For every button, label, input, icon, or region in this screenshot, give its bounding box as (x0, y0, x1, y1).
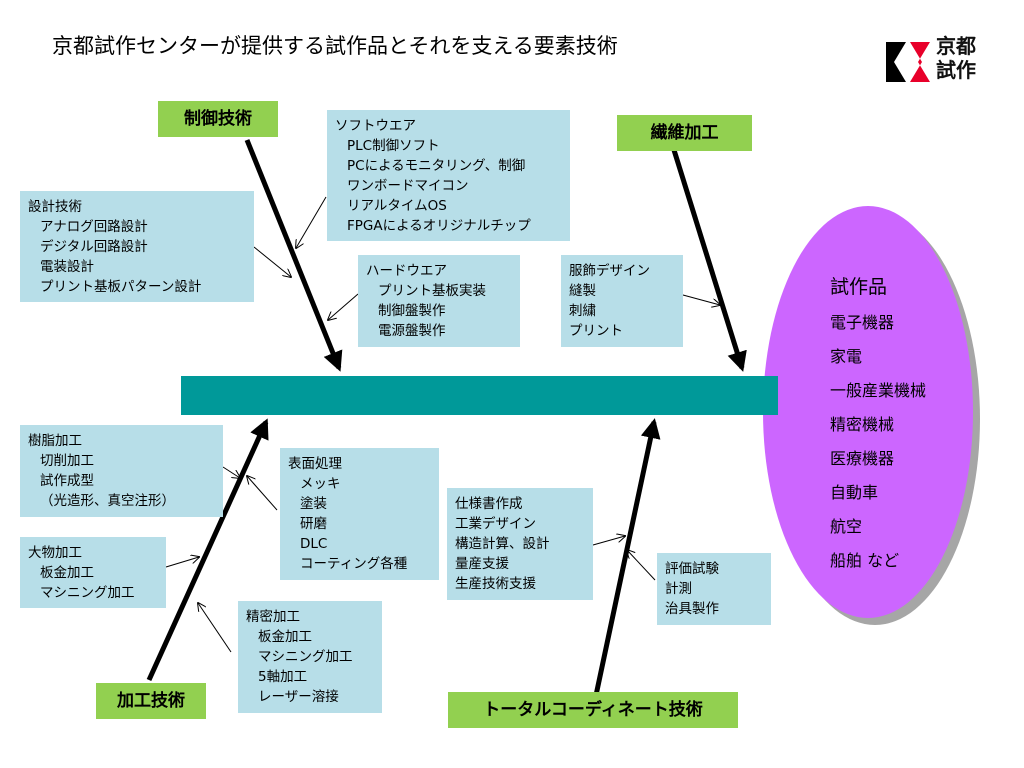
fiber-processing-label: 繊維加工 (617, 115, 752, 151)
product-ellipse (763, 206, 973, 618)
software-item: PLC制御ソフト (347, 138, 440, 154)
large-item: 板金加工 (40, 565, 94, 581)
precision-processing-box: 精密加工 板金加工 マシニング加工 5軸加工 レーザー溶接 (238, 601, 382, 713)
coordinate-arrow (592, 418, 661, 701)
design-item: プリント基板パターン設計 (40, 279, 202, 295)
product-item: 家電 (830, 347, 863, 366)
evaluation-item: 計測 (665, 581, 692, 597)
spec-item: 生産技術支援 (455, 576, 536, 592)
design-title: 設計技術 (28, 199, 82, 215)
fashion-item: 縫製 (569, 283, 596, 299)
product-item: 自動車 (830, 483, 879, 502)
fashion-box: 服飾デザイン 縫製 刺繍 プリント (561, 255, 683, 347)
kyoto-shisaku-logo: 京都 試作 (884, 34, 1004, 90)
logo-mark-icon (886, 42, 930, 82)
resin-connector (222, 466, 240, 478)
hardware-item: プリント基板実装 (378, 283, 486, 299)
logo-line-1: 京都 (936, 34, 976, 58)
large-item: マシニング加工 (40, 585, 135, 601)
surface-item: コーティング各種 (300, 556, 408, 572)
large-connector (165, 557, 199, 568)
resin-title: 樹脂加工 (28, 433, 82, 449)
hardware-box: ハードウエア プリント基板実装 制御盤製作 電源盤製作 (358, 255, 520, 347)
resin-item: （光造形、真空注形） (40, 493, 175, 509)
spec-item: 構造計算、設計 (455, 536, 550, 552)
design-connector (253, 246, 291, 277)
software-box: ソフトウエア PLC制御ソフト PCによるモニタリング、制御 ワンボードマイコン… (327, 110, 570, 241)
product-item: 電子機器 (830, 313, 895, 332)
surface-item: 研磨 (300, 516, 327, 532)
product-item: 精密機械 (830, 415, 895, 434)
evaluation-box: 評価試験 計測 治具製作 (657, 553, 771, 625)
product-item: 医療機器 (830, 449, 895, 468)
spec-item: 量産支援 (455, 556, 509, 572)
software-connector (296, 196, 327, 248)
precision-item: レーザー溶接 (258, 689, 339, 705)
software-item: リアルタイムOS (347, 198, 447, 214)
resin-item: 切削加工 (40, 453, 94, 469)
specification-box: 仕様書作成 工業デザイン 構造計算、設計 量産支援 生産技術支援 (447, 488, 593, 600)
surface-connector (247, 476, 278, 511)
resin-item: 試作成型 (40, 473, 94, 489)
surface-item: メッキ (300, 476, 341, 492)
large-processing-box: 大物加工 板金加工 マシニング加工 (20, 537, 166, 608)
control-arrow (244, 139, 343, 372)
software-item: FPGAによるオリジナルチップ (347, 218, 531, 234)
software-title: ソフトウエア (335, 118, 416, 134)
precision-item: 5軸加工 (258, 669, 308, 685)
resin-processing-box: 樹脂加工 切削加工 試作成型 （光造形、真空注形） (20, 425, 223, 517)
evaluation-item: 評価試験 (665, 561, 719, 577)
evaluation-item: 治具製作 (665, 601, 719, 617)
software-item: ワンボードマイコン (347, 178, 469, 194)
surface-treatment-box: 表面処理 メッキ 塗装 研磨 DLC コーティング各種 (280, 448, 439, 580)
spec-item: 工業デザイン (455, 516, 536, 532)
design-technology-box: 設計技術 アナログ回路設計 デジタル回路設計 電装設計 プリント基板パターン設計 (20, 191, 254, 302)
surface-title: 表面処理 (288, 456, 342, 472)
large-title: 大物加工 (28, 545, 82, 561)
surface-item: 塗装 (300, 496, 327, 512)
product-item: 航空 (830, 517, 863, 536)
processing-arrow (146, 418, 269, 682)
product-list: 試作品 電子機器 家電 一般産業機械 精密機械 医療機器 自動車 航空 船舶 な… (830, 272, 926, 578)
fashion-item: 刺繍 (569, 303, 596, 319)
surface-item: DLC (300, 536, 328, 552)
processing-technology-label: 加工技術 (96, 683, 206, 719)
product-item: 一般産業機械 (830, 381, 927, 400)
spec-item: 仕様書作成 (455, 496, 523, 512)
fiber-arrow (671, 149, 747, 372)
software-item: PCによるモニタリング、制御 (347, 158, 526, 174)
precision-connector (198, 603, 232, 653)
precision-item: 板金加工 (258, 629, 312, 645)
control-technology-label: 制御技術 (158, 101, 278, 137)
logo-line-2: 試作 (936, 58, 976, 82)
hardware-title: ハードウエア (366, 263, 447, 279)
hardware-item: 電源盤製作 (378, 323, 446, 339)
precision-item: マシニング加工 (258, 649, 353, 665)
design-item: アナログ回路設計 (40, 219, 148, 235)
precision-title: 精密加工 (246, 609, 300, 625)
fashion-connector (682, 294, 720, 305)
design-item: デジタル回路設計 (40, 239, 148, 255)
spec-connector (592, 536, 625, 546)
product-item: 船舶 など (830, 551, 900, 570)
fishbone-spine (181, 376, 778, 415)
fashion-item: 服飾デザイン (569, 263, 650, 279)
total-coordinate-label: トータルコーディネート技術 (448, 692, 738, 728)
hardware-connector (328, 293, 359, 320)
page-title: 京都試作センターが提供する試作品とそれを支える要素技術 (52, 34, 618, 58)
fashion-item: プリント (569, 323, 623, 339)
design-item: 電装設計 (40, 259, 94, 275)
evaluation-connector (627, 550, 656, 581)
hardware-item: 制御盤製作 (378, 303, 446, 319)
logo-text: 京都 試作 (936, 34, 976, 82)
product-title: 試作品 (830, 276, 888, 298)
